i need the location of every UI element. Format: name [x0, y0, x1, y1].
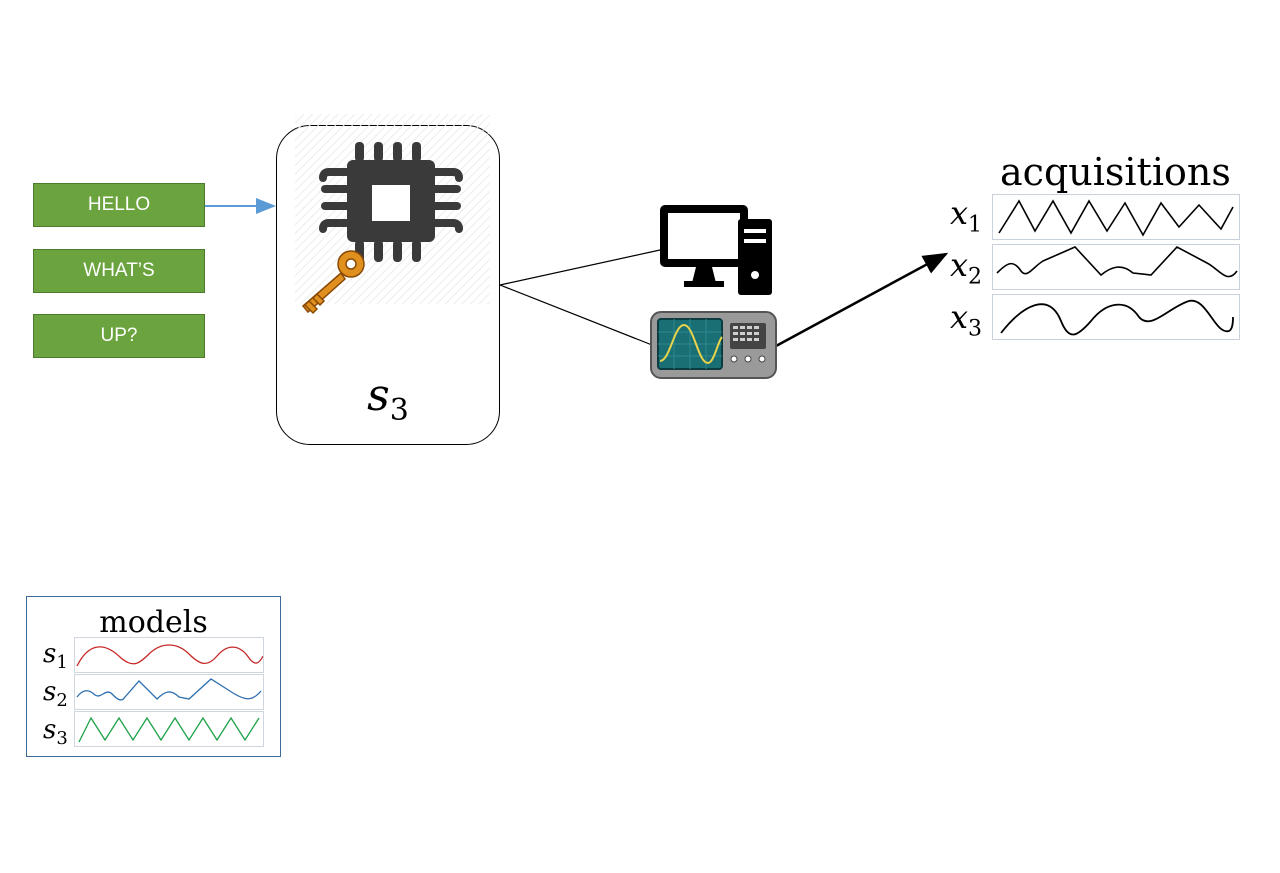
message-up: UP? — [33, 314, 205, 358]
line-to-oscilloscope — [499, 284, 653, 346]
model-trace-s1 — [74, 637, 264, 673]
line-to-computer — [499, 249, 661, 286]
acquisition-trace-x3 — [992, 294, 1240, 340]
model-label-s1: s1 — [43, 639, 68, 674]
device-box: s3 — [276, 114, 500, 445]
key-icon — [301, 250, 365, 315]
model-label-s3: s3 — [43, 715, 68, 750]
models-panel: models s1 s2 s3 — [26, 596, 281, 757]
message-hello: HELLO — [33, 183, 205, 227]
acquisition-trace-x1 — [992, 194, 1240, 240]
acquisition-label-x2: x2 — [950, 246, 983, 290]
model-trace-s2 — [74, 674, 264, 710]
chip-icon — [295, 114, 490, 304]
oscilloscope-icon — [650, 311, 777, 379]
acquisition-trace-x2 — [992, 244, 1240, 290]
model-label-s2: s2 — [43, 677, 68, 712]
acquisition-arrow — [775, 252, 949, 348]
message-whats: WHAT’S — [33, 249, 205, 293]
device-label: s3 — [367, 370, 409, 428]
models-title: models — [99, 605, 208, 640]
model-trace-s3 — [74, 711, 264, 747]
acquisition-label-x1: x1 — [950, 194, 983, 238]
acquisitions-title: acquisitions — [1000, 150, 1231, 194]
acquisition-label-x3: x3 — [950, 298, 983, 342]
computer-icon — [660, 205, 772, 295]
